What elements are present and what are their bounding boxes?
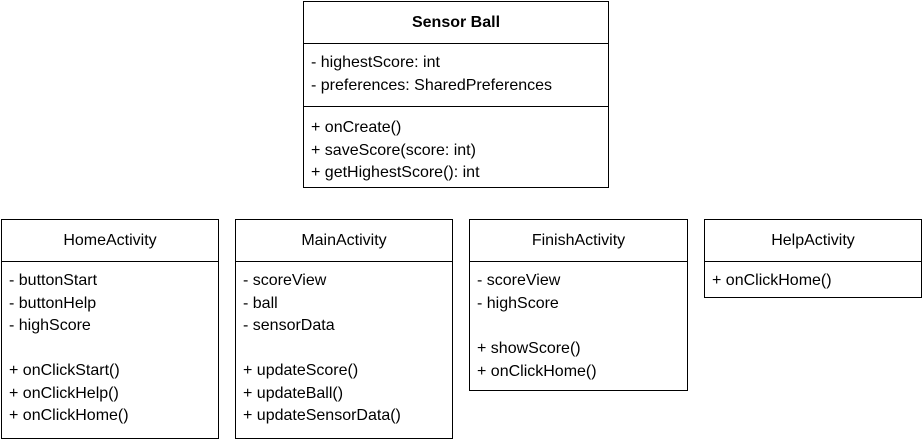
attribute: - scoreView	[243, 272, 327, 289]
method: + showScore()	[477, 340, 581, 357]
class-name: FinishActivity	[531, 231, 626, 249]
section-divider	[304, 106, 608, 107]
class-name: Sensor Ball	[411, 13, 501, 31]
section-divider	[2, 261, 218, 262]
method: + updateBall()	[243, 384, 344, 402]
class-name: HomeActivity	[63, 231, 157, 249]
attribute-list: - buttonStart - buttonHelp - highScore	[9, 270, 214, 338]
class-main-activity: MainActivity - scoreView - ball - sensor…	[235, 219, 453, 439]
method-list: + onClickStart() + onClickHelp() + onCli…	[9, 360, 214, 428]
class-home-activity: HomeActivity - buttonStart - buttonHelp …	[1, 219, 219, 439]
attribute: - buttonHelp	[9, 294, 97, 312]
section-divider	[304, 43, 608, 44]
class-name: MainActivity	[301, 231, 387, 249]
class-name: HelpActivity	[771, 231, 855, 249]
attribute-list: - scoreView - ball - sensorData	[243, 270, 448, 338]
class-help-activity: HelpActivity + onClickHome()	[704, 219, 922, 298]
section-divider	[236, 261, 452, 262]
attribute: - preferences: SharedPreferences	[311, 76, 553, 94]
method: + onClickHome()	[477, 362, 597, 380]
attribute-list: - scoreView - highScore	[477, 270, 683, 315]
section-divider	[705, 261, 921, 262]
method: + onCreate()	[311, 119, 402, 136]
method: + onClickStart()	[9, 362, 120, 379]
attribute: - scoreView	[477, 272, 561, 289]
method: + updateSensorData()	[243, 407, 401, 424]
attribute: - ball	[243, 294, 278, 312]
section-divider	[470, 261, 687, 262]
method-list: + onClickHome()	[712, 270, 917, 293]
attribute: - highScore	[9, 317, 91, 334]
attribute-list: - highestScore: int - preferences: Share…	[311, 52, 604, 97]
method: + updateScore()	[243, 362, 359, 379]
class-finish-activity: FinishActivity - scoreView - highScore +…	[469, 219, 688, 391]
method: + getHighestScore(): int	[311, 164, 480, 181]
method: + onClickHome()	[712, 272, 832, 289]
method-list: + onCreate() + saveScore(score: int) + g…	[311, 117, 604, 185]
attribute: - highestScore: int	[311, 54, 440, 71]
method: + saveScore(score: int)	[311, 141, 476, 159]
attribute: - highScore	[477, 294, 559, 312]
method-list: + updateScore() + updateBall() + updateS…	[243, 360, 448, 428]
method: + onClickHelp()	[9, 384, 119, 402]
method-list: + showScore() + onClickHome()	[477, 338, 683, 383]
attribute: - sensorData	[243, 317, 335, 334]
attribute: - buttonStart	[9, 272, 98, 289]
class-sensor-ball: Sensor Ball - highestScore: int - prefer…	[303, 1, 609, 188]
method: + onClickHome()	[9, 407, 129, 424]
